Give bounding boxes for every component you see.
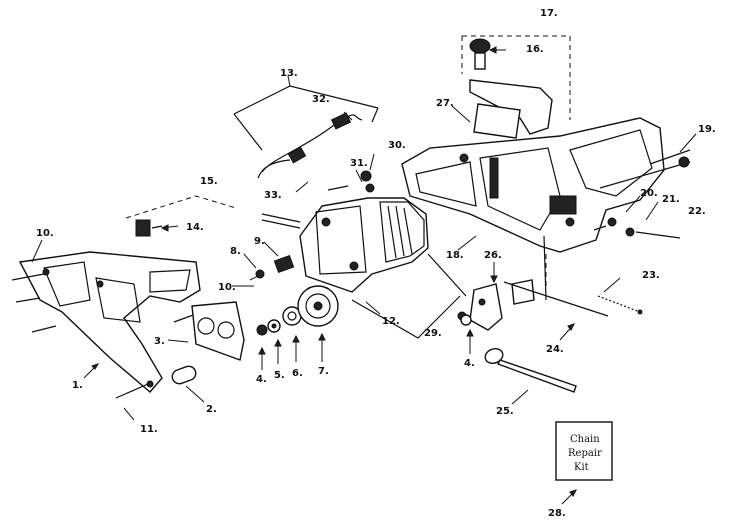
plate bbox=[191, 301, 245, 361]
callout-19: 19. bbox=[698, 124, 716, 135]
kit-line-2: Repair bbox=[568, 448, 602, 459]
callout-8: 8. bbox=[230, 246, 241, 257]
callout-4a: 4. bbox=[256, 374, 267, 385]
callout-3: 3. bbox=[154, 336, 165, 347]
callout-13: 13. bbox=[280, 68, 298, 79]
arrowheads bbox=[91, 46, 577, 497]
callout-2: 2. bbox=[206, 404, 217, 415]
side-cover bbox=[11, 251, 201, 399]
callout-23: 23. bbox=[642, 270, 660, 281]
callout-28: 28. bbox=[548, 508, 566, 519]
sprocket-set bbox=[255, 254, 339, 336]
chain-tensioner bbox=[457, 235, 643, 331]
callout-17: 17. bbox=[540, 8, 558, 19]
callout-7: 7. bbox=[318, 366, 329, 377]
callout-15: 15. bbox=[200, 176, 218, 187]
callout-33: 33. bbox=[264, 190, 282, 201]
callout-29: 29. bbox=[424, 328, 442, 339]
callout-24: 24. bbox=[546, 344, 564, 355]
callout-22: 22. bbox=[688, 206, 706, 217]
callout-31: 31. bbox=[350, 158, 368, 169]
kit-line-1: Chain bbox=[570, 434, 600, 445]
callout-5: 5. bbox=[274, 370, 285, 381]
small-parts bbox=[327, 170, 375, 193]
motor-housing bbox=[401, 117, 665, 253]
callout-4b: 4. bbox=[464, 358, 475, 369]
callout-10b: 10. bbox=[218, 282, 236, 293]
callout-18: 18. bbox=[446, 250, 464, 261]
motor bbox=[261, 197, 429, 293]
callout-14: 14. bbox=[186, 222, 204, 233]
brush-box bbox=[125, 195, 237, 237]
bracket-29 bbox=[351, 253, 467, 339]
callout-9: 9. bbox=[254, 236, 265, 247]
rear-fasteners bbox=[593, 149, 691, 239]
wrench bbox=[484, 348, 577, 393]
callout-labels: 1. 2. 3. 4. 4. 5. 6. 7. 8. 9. 10. 10. 11… bbox=[36, 8, 716, 519]
callout-27: 27. bbox=[436, 98, 454, 109]
kit-line-3: Kit bbox=[574, 462, 589, 473]
callout-11: 11. bbox=[140, 424, 158, 435]
callout-20: 20. bbox=[640, 188, 658, 199]
callout-30: 30. bbox=[388, 140, 406, 151]
callout-12: 12. bbox=[382, 316, 400, 327]
callout-1: 1. bbox=[72, 380, 83, 391]
callout-32: 32. bbox=[312, 94, 330, 105]
callout-6: 6. bbox=[292, 368, 303, 379]
roller bbox=[171, 365, 197, 385]
chain-repair-kit-box: Chain Repair Kit bbox=[555, 421, 613, 481]
handle-assembly bbox=[461, 35, 571, 139]
callout-21: 21. bbox=[662, 194, 680, 205]
callout-10a: 10. bbox=[36, 228, 54, 239]
callout-25: 25. bbox=[496, 406, 514, 417]
callout-16: 16. bbox=[526, 44, 544, 55]
callout-26: 26. bbox=[484, 250, 502, 261]
